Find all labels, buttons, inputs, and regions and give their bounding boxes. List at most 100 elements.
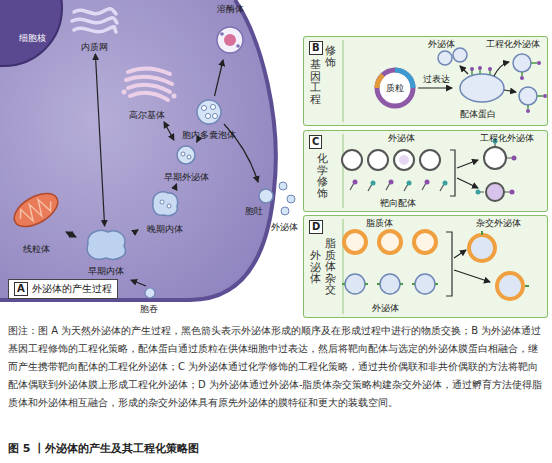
liposome-hybrid-art — [344, 231, 366, 253]
node-label: 内质网 — [81, 42, 108, 52]
part-label: 脂质体 — [366, 218, 393, 229]
gene-engineering-art — [504, 90, 516, 92]
node-label: 晚期内体 — [147, 224, 183, 234]
chemical-modification-art — [450, 150, 455, 196]
endoplasmic-reticulum — [72, 18, 117, 23]
panel-grounds — [303, 130, 548, 212]
mitochondrion — [16, 195, 54, 226]
chemical-modification-art — [480, 143, 512, 192]
panel-letter: C — [309, 135, 322, 149]
node-label: 胞内多囊泡体 — [182, 130, 236, 140]
vesicle-node: 早期内体 — [78, 228, 134, 276]
node-label: 脂质体杂交 — [325, 238, 336, 296]
liposome-hybrid-art — [379, 231, 401, 253]
node-label: 化学修饰 — [317, 153, 328, 199]
multivesicular-body — [206, 114, 211, 119]
chemical-modification-art — [399, 155, 409, 165]
liposome-hybrid-art — [454, 250, 466, 258]
exocytosis — [281, 207, 289, 215]
chemical-modification-art — [407, 181, 412, 186]
gene-engineering-art — [522, 63, 543, 109]
chemical-modification-art — [443, 181, 448, 186]
early-exosome — [177, 146, 195, 164]
lysosome — [236, 44, 240, 48]
gene-engineering-art — [526, 109, 530, 113]
part-label: 外泌体 — [428, 39, 455, 50]
exocytosis — [279, 182, 287, 190]
panel-title-box: A外泌体的产生过程 — [8, 279, 118, 299]
node-label: 早期内体 — [88, 266, 124, 276]
lysosome — [220, 32, 224, 36]
process-arrow — [136, 230, 138, 231]
panel-grounds — [303, 215, 548, 318]
node-label: 修饰 — [325, 45, 336, 68]
chemical-modification-art — [389, 180, 394, 185]
golgi-apparatus — [172, 94, 177, 99]
part-label: 外泌体 — [372, 303, 399, 314]
late-endosome — [153, 192, 178, 216]
liposome-hybrid-art — [469, 235, 495, 261]
chemical-modification-art — [510, 190, 515, 195]
endoplasmic-reticulum — [74, 27, 116, 32]
chemical-modification-art — [486, 183, 504, 201]
part-label: 工程化外泌体 — [480, 133, 534, 144]
gene-engineering-art — [488, 67, 492, 71]
golgi-apparatus — [126, 77, 172, 84]
liposome-hybrid-art — [342, 231, 529, 299]
multivesicular-body — [211, 105, 216, 110]
part-label: 外泌体 — [271, 222, 298, 233]
gene-engineering-art — [460, 74, 504, 102]
gene-engineering-art — [377, 48, 547, 113]
gene-engineering-art — [478, 66, 482, 70]
organelle-node: 溶酶体 — [205, 4, 255, 58]
golgi-apparatus — [128, 68, 170, 74]
node-label: 细胞核 — [19, 33, 46, 43]
panel-grounds — [303, 36, 548, 126]
chemical-modification-art — [342, 150, 362, 170]
early-exosome — [177, 146, 195, 164]
gene-engineering-art — [513, 54, 531, 72]
part-label: 外泌体 — [388, 133, 415, 144]
liposome-hybrid-art — [497, 273, 523, 299]
panel-grounds — [343, 134, 344, 208]
gene-engineering-art — [537, 61, 541, 65]
golgi-apparatus — [128, 85, 170, 92]
node-label: 外泌体的产生过程 — [32, 283, 112, 295]
node-label: 早期外泌体 — [164, 172, 209, 182]
multivesicular-body — [197, 100, 221, 124]
gene-engineering-art — [494, 62, 509, 76]
part-label: 杂交外泌体 — [476, 218, 521, 229]
nucleus — [0, 0, 62, 66]
gene-engineering-art — [377, 70, 413, 106]
multivesicular-body — [197, 100, 221, 124]
early-exosome — [181, 152, 185, 156]
gene-engineering-art — [438, 51, 452, 65]
nucleus — [0, 0, 62, 66]
endoplasmic-reticulum — [74, 9, 116, 14]
endocytosis — [131, 280, 146, 286]
part-label: 靶向配体 — [380, 198, 416, 209]
panel-grounds — [343, 219, 344, 314]
chemical-modification-art — [457, 160, 478, 168]
gene-engineering-art — [543, 94, 547, 98]
endocytosis — [145, 288, 155, 298]
strategy-panel: D外泌体脂质体杂交 — [303, 215, 548, 318]
organelle-node: 线粒体 — [8, 180, 64, 254]
liposome-hybrid-art — [482, 231, 529, 286]
chemical-modification-art — [512, 156, 517, 161]
chemical-modification-art — [394, 150, 414, 170]
process-arrow — [66, 232, 76, 237]
chemical-modification-art — [368, 150, 388, 170]
endocytosis — [131, 280, 155, 298]
gene-engineering-art — [377, 75, 383, 88]
liposome-hybrid-art — [415, 274, 435, 294]
part-label: 胞吞 — [140, 304, 158, 315]
chemical-modification-art — [476, 190, 481, 195]
node-label: 高尔基体 — [129, 110, 165, 120]
gene-engineering-art — [460, 66, 468, 74]
process-arrow — [95, 54, 104, 226]
gene-engineering-art — [520, 76, 524, 80]
lysosome — [217, 27, 243, 53]
golgi-apparatus — [122, 90, 127, 95]
gene-engineering-art — [519, 87, 537, 105]
